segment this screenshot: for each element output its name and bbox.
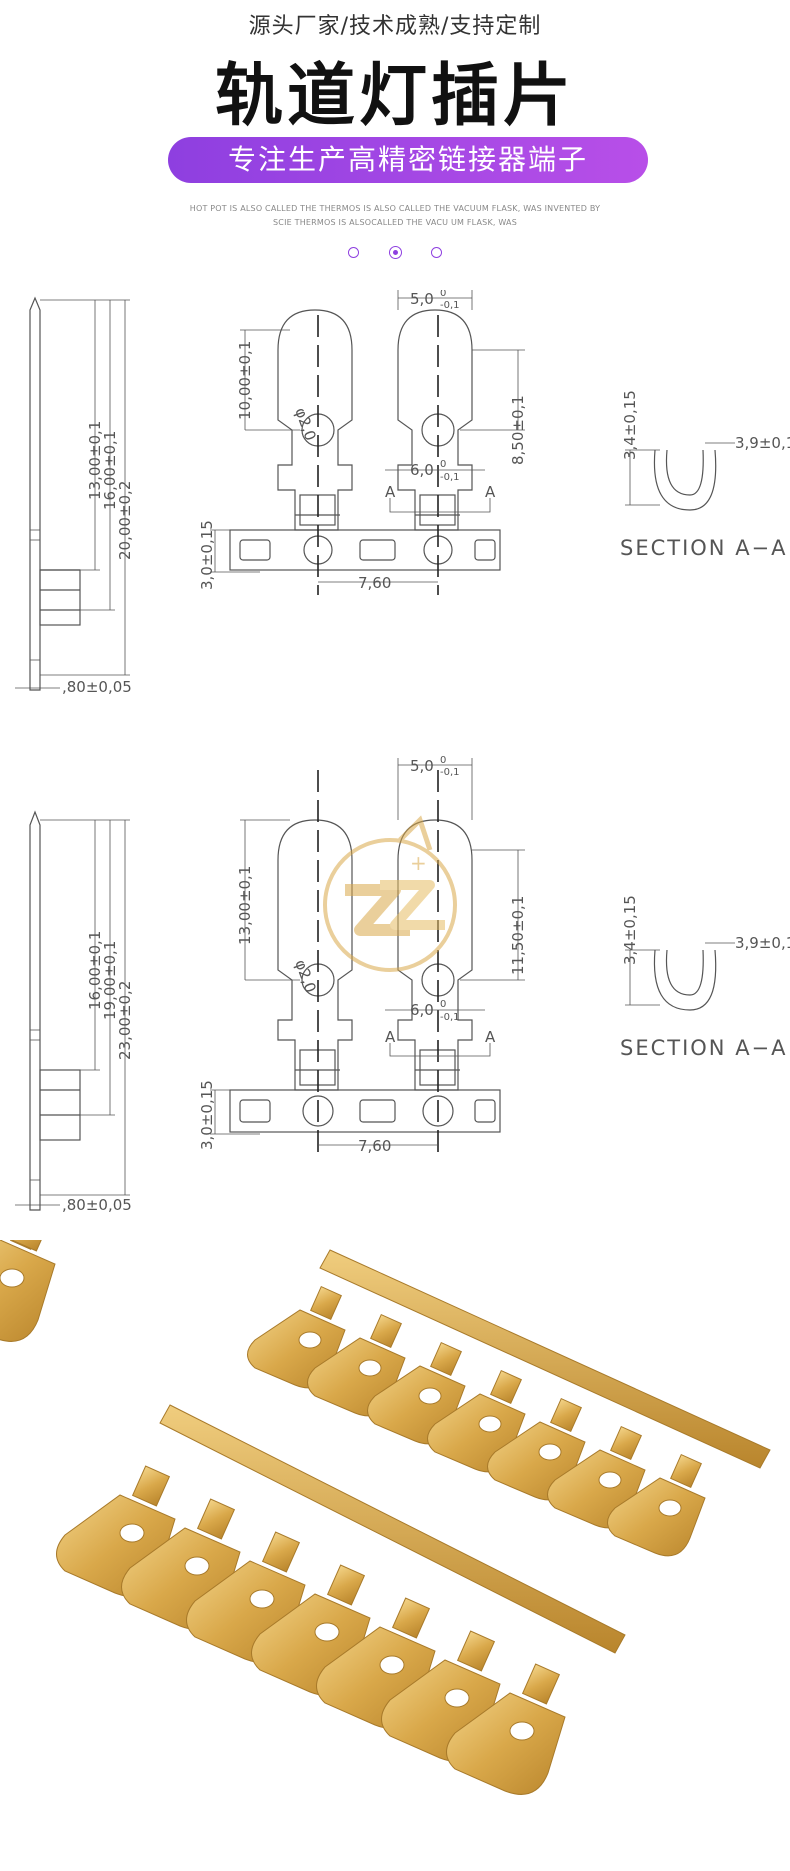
pager-dot-active [388, 246, 402, 259]
side-view: 13,00±0,1 16,00±0,1 20,00±0,2 ,80±0,05 [15, 296, 134, 696]
pager-dot [430, 247, 442, 258]
right-length-dim: 11,50±0,1 [509, 896, 527, 975]
pitch-dim: 7,60 [358, 574, 391, 592]
section-mark-right: A [485, 1028, 496, 1046]
technical-drawing-2: 16,00±0,1 19,00±0,1 23,00±0,2 ,80±0,05 1… [15, 755, 790, 1214]
inner-width-tol-lower: -0,1 [440, 472, 460, 483]
section-height-dim: 3,4±0,15 [621, 895, 639, 965]
side-dim-1: 16,00±0,1 [86, 931, 104, 1010]
inner-width-dim: 6,0 [410, 1001, 434, 1019]
inner-width-tol-lower: -0,1 [440, 1012, 460, 1023]
tab-height-dim: 3,0±0,15 [198, 1080, 216, 1150]
inner-width-dim: 6,0 [410, 461, 434, 479]
description-text: HOT POT IS ALSO CALLED THE THERMOS IS AL… [0, 202, 790, 230]
logo-watermark-icon: + [323, 815, 457, 972]
section-mark-left: A [385, 1028, 396, 1046]
front-length-dim: 13,00±0,1 [236, 866, 254, 945]
section-view: 3,4±0,15 3,9±0,1 SECTION A−A [620, 895, 790, 1060]
right-length-dim: 8,50±0,1 [509, 395, 527, 465]
inner-width-tol-upper: 0 [440, 999, 446, 1010]
header: 源头厂家/技术成熟/支持定制 轨道灯插片 专注生产高精密链接器端子 HOT PO… [0, 0, 790, 260]
pager-dot [348, 247, 360, 258]
thickness-dim: ,80±0,05 [62, 678, 132, 696]
inner-width-tol-upper: 0 [440, 459, 446, 470]
tagline: 源头厂家/技术成熟/支持定制 [248, 14, 542, 39]
front-view: 10,00±0,1 φ2,0 5,0 0 -0,1 8,50±0,1 6,0 0… [198, 290, 527, 595]
hole-diameter-dim: φ2,0 [291, 405, 319, 443]
top-width-tol-upper: 0 [440, 755, 446, 766]
product-photo [0, 1240, 771, 1795]
tab-height-dim: 3,0±0,15 [198, 520, 216, 590]
pitch-dim: 7,60 [358, 1137, 391, 1155]
pager-dots [0, 242, 790, 261]
svg-text:+: + [410, 851, 427, 875]
section-width-dim: 3,9±0,15 [735, 434, 790, 452]
terminal-strip-front [0, 1240, 626, 1795]
side-dim-3: 23,00±0,2 [116, 981, 134, 1060]
top-width-dim: 5,0 [410, 290, 434, 308]
slogan-banner: 专注生产高精密链接器端子 [168, 137, 648, 183]
side-view: 16,00±0,1 19,00±0,1 23,00±0,2 ,80±0,05 [15, 810, 134, 1214]
section-view: 3,4±0,15 3,9±0,15 SECTION A−A [620, 390, 790, 560]
section-label: SECTION A−A [620, 1036, 788, 1060]
side-dim-2: 16,00±0,1 [101, 431, 119, 510]
thickness-dim: ,80±0,05 [62, 1196, 132, 1214]
top-width-dim: 5,0 [410, 757, 434, 775]
desc-line-1: HOT POT IS ALSO CALLED THE THERMOS IS AL… [189, 204, 601, 213]
section-height-dim: 3,4±0,15 [621, 390, 639, 460]
side-dim-1: 13,00±0,1 [86, 421, 104, 500]
technical-drawing-1: 13,00±0,1 16,00±0,1 20,00±0,2 ,80±0,05 1… [15, 290, 790, 696]
side-dim-3: 20,00±0,2 [116, 481, 134, 560]
page-title: 轨道灯插片 [214, 57, 575, 136]
front-view: 13,00±0,1 φ2,0 5,0 0 -0,1 11,50±0,1 6,0 … [198, 755, 527, 1160]
section-label: SECTION A−A [620, 536, 788, 560]
top-width-tol-lower: -0,1 [440, 300, 460, 311]
section-width-dim: 3,9±0,1 [735, 934, 790, 952]
hole-diameter-dim: φ2,0 [291, 957, 319, 995]
section-mark-right: A [485, 483, 496, 501]
top-width-tol-lower: -0,1 [440, 767, 460, 778]
section-mark-left: A [385, 483, 396, 501]
front-length-dim: 10,00±0,1 [236, 341, 254, 420]
top-width-tol-upper: 0 [440, 290, 446, 299]
side-dim-2: 19,00±0,1 [101, 941, 119, 1020]
desc-line-2: SCIE THERMOS IS ALSOCALLED THE VACU UM F… [273, 218, 517, 227]
